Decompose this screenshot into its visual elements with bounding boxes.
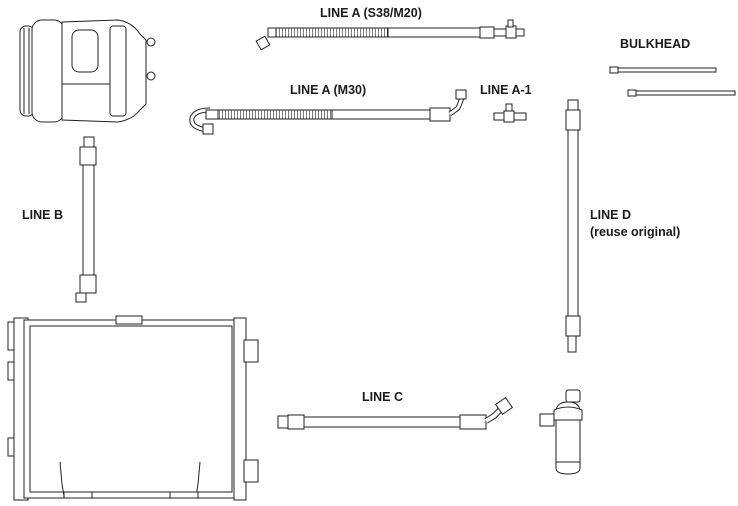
- line-d-note: (reuse original): [590, 225, 680, 239]
- line-a-s38-label: LINE A (S38/M20): [320, 6, 422, 20]
- condenser: [7, 315, 259, 501]
- line-a-s38-hose: [247, 19, 525, 51]
- line-a1-label: LINE A-1: [480, 83, 532, 97]
- receiver-drier: [539, 389, 583, 475]
- line-c-hose: [277, 396, 514, 430]
- compressor: [19, 19, 156, 123]
- line-d-label: LINE D: [590, 208, 631, 222]
- line-c-label: LINE C: [362, 390, 403, 404]
- line-a-m30-label: LINE A (M30): [290, 83, 366, 97]
- line-d-hose: [565, 99, 581, 353]
- line-a-m30-hose: [189, 89, 467, 135]
- line-b-label: LINE B: [22, 208, 63, 222]
- line-b-hose: [75, 136, 97, 303]
- bulkhead-tubes: [609, 66, 736, 97]
- bulkhead-label: BULKHEAD: [620, 37, 690, 51]
- line-a1-fitting: [493, 103, 527, 123]
